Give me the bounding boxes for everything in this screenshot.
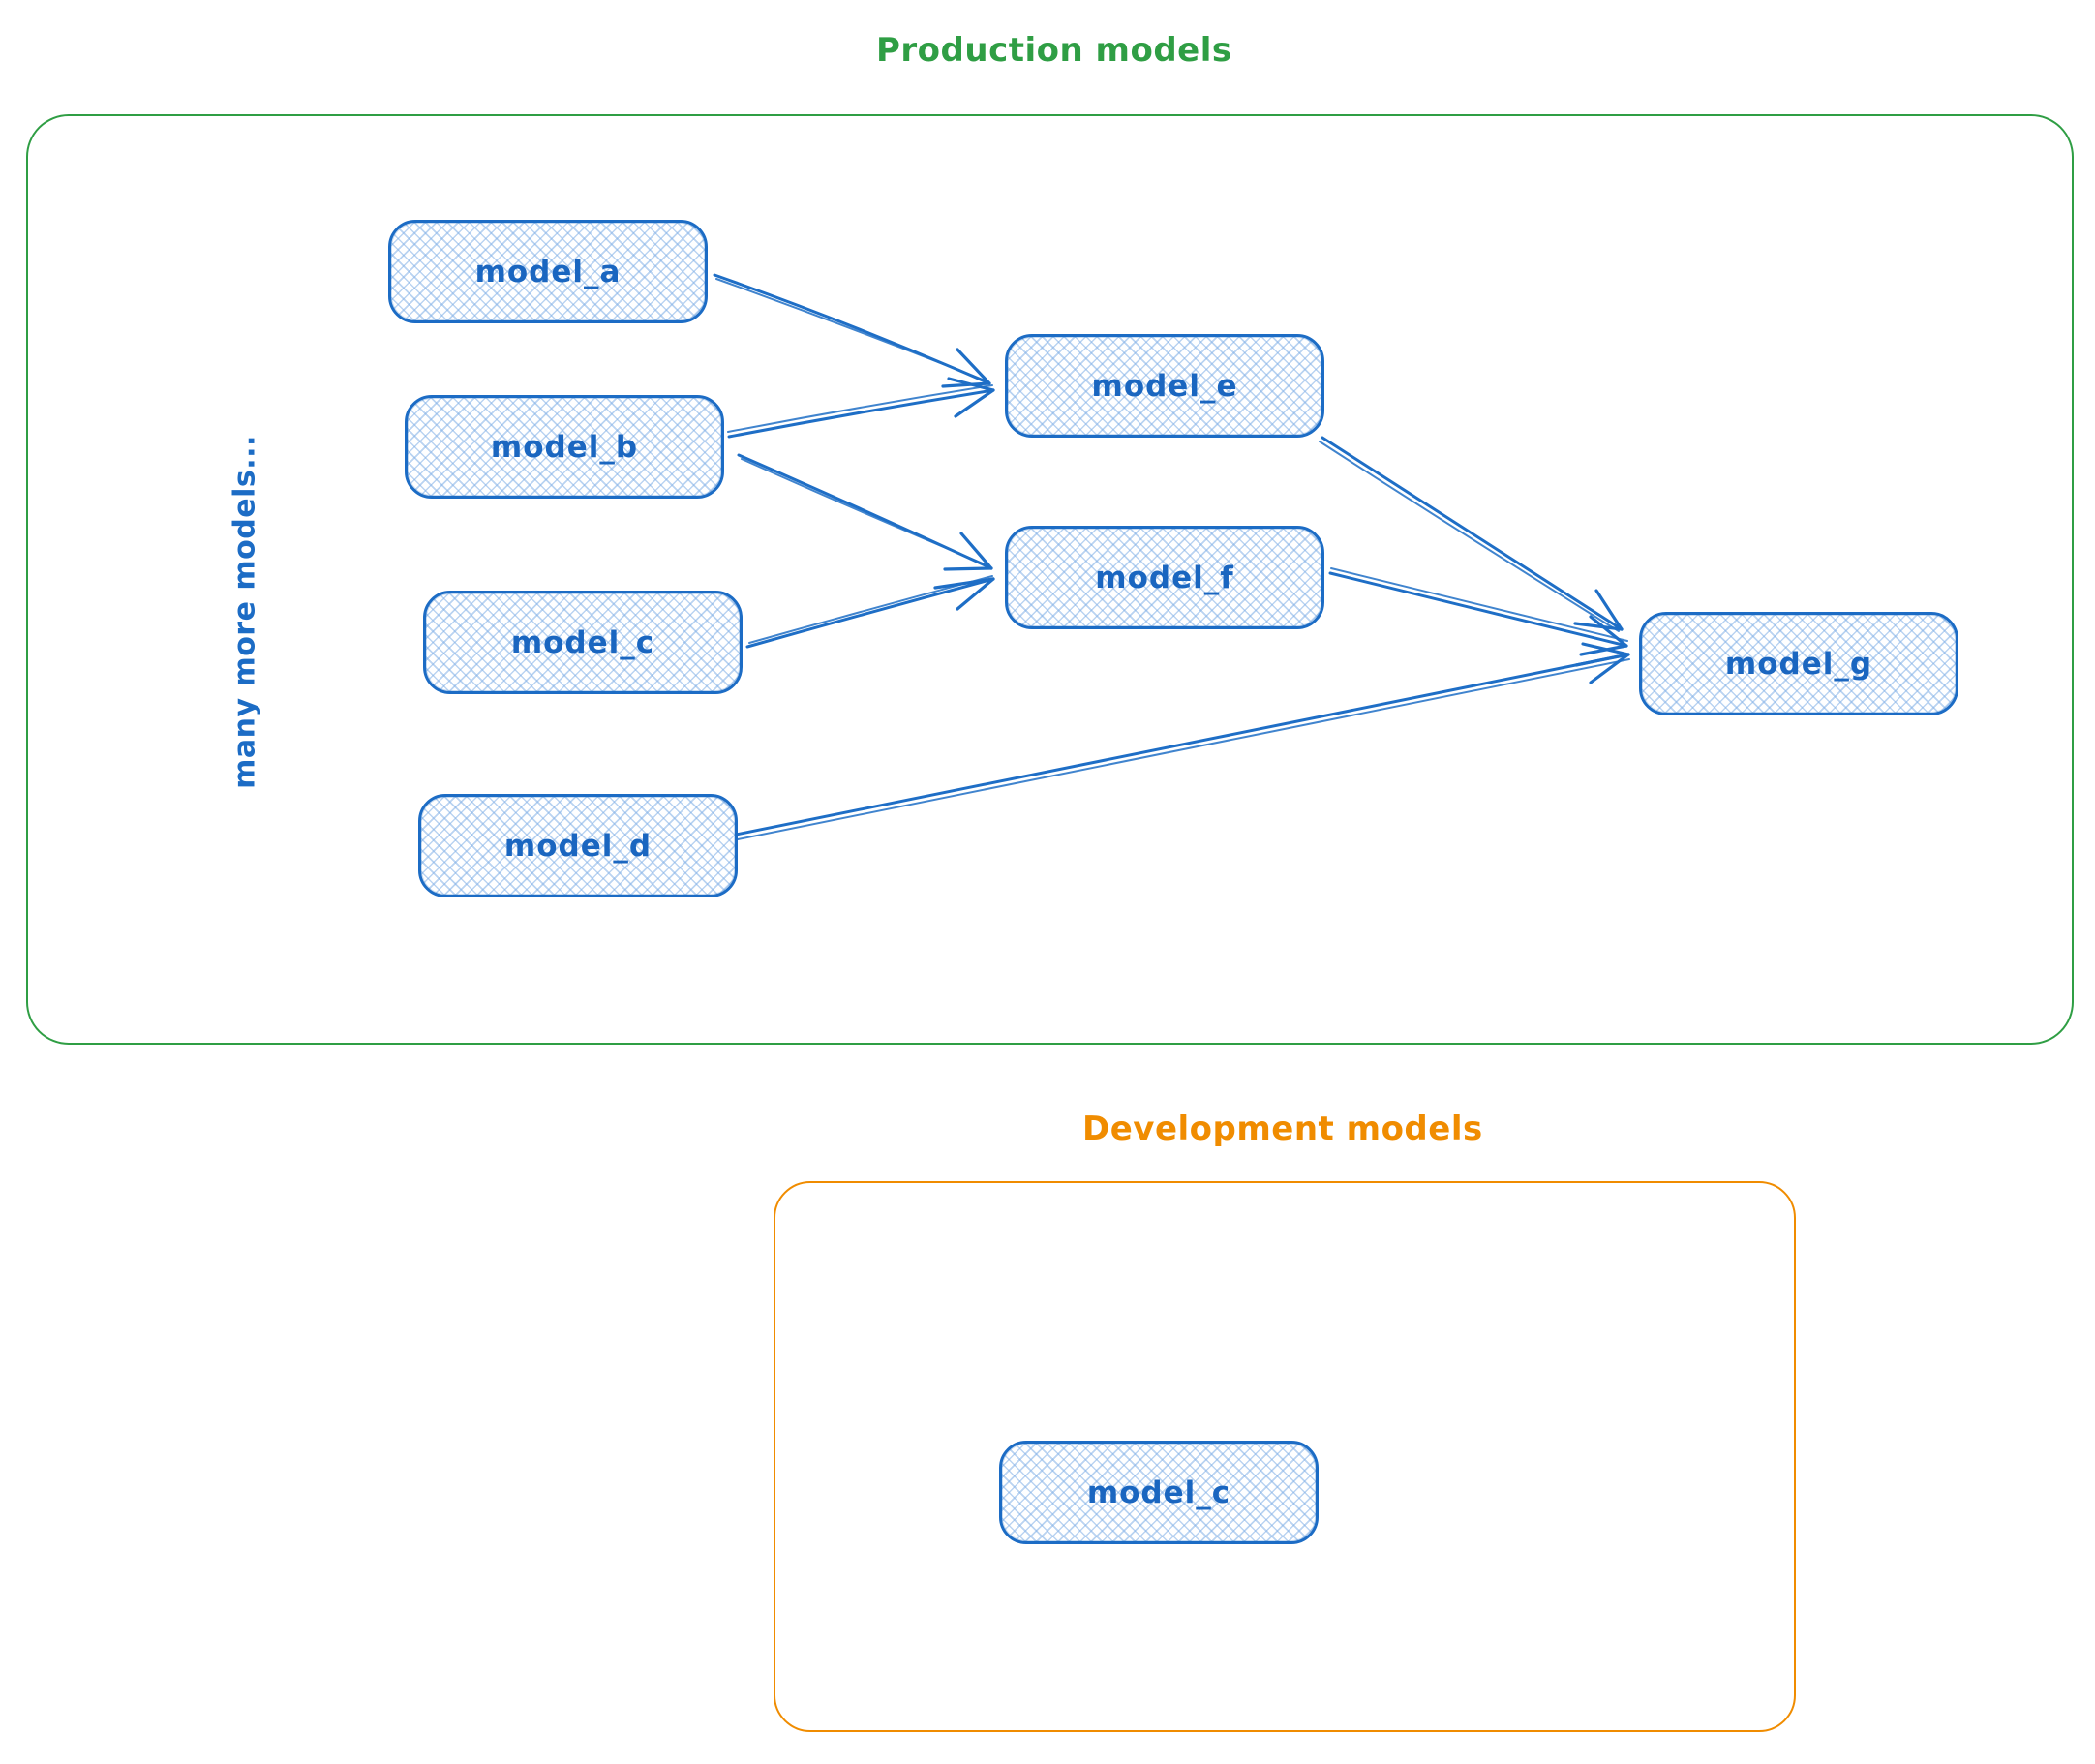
development-group-frame (774, 1181, 1796, 1732)
node-model-d: model_d (418, 794, 738, 897)
many-more-models-label: many more models... (228, 435, 262, 789)
node-model-e: model_e (1005, 334, 1324, 438)
node-model-e-label: model_e (1091, 368, 1238, 404)
node-model-g: model_g (1639, 612, 1958, 715)
node-model-a: model_a (388, 220, 708, 323)
node-model-f: model_f (1005, 526, 1324, 629)
production-group-frame (26, 114, 2074, 1045)
production-section-title: Production models (876, 31, 1232, 70)
development-section-title: Development models (1082, 1110, 1483, 1148)
node-model-a-label: model_a (474, 254, 622, 289)
node-model-b-label: model_b (490, 429, 639, 465)
node-dev-model-c-label: model_c (1086, 1475, 1231, 1510)
node-model-c: model_c (423, 591, 743, 694)
node-model-g-label: model_g (1724, 646, 1873, 682)
node-model-b: model_b (405, 395, 724, 499)
node-model-f-label: model_f (1095, 560, 1234, 595)
node-dev-model-c: model_c (999, 1441, 1319, 1544)
node-model-d-label: model_d (503, 828, 653, 864)
node-model-c-label: model_c (510, 624, 655, 660)
